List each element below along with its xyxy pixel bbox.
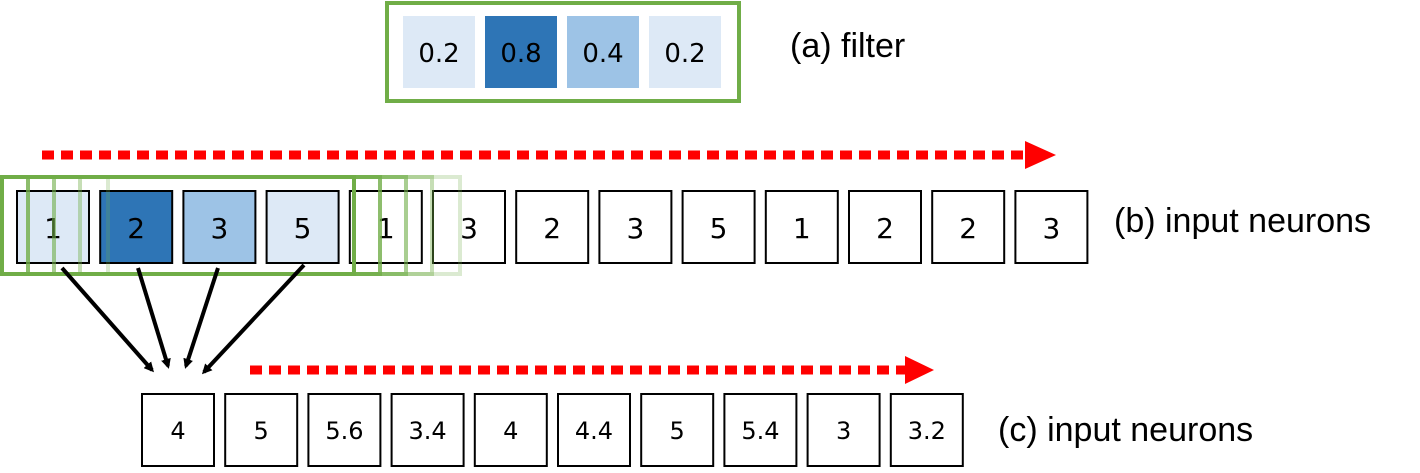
output-caption: (c) input neurons [998, 411, 1253, 449]
output-neuron-label: 5.6 [325, 417, 363, 445]
output-neuron-cell [141, 393, 215, 467]
filter-weight-cell [403, 16, 475, 88]
output-neuron-cell [473, 393, 548, 467]
filter-group: 0.2 0.8 0.4 0.2 (a) filter [385, 1, 905, 103]
output-neuron-label: 4 [170, 417, 185, 445]
output-neuron-label: 3.2 [908, 417, 946, 445]
input-neuron-cell [681, 190, 756, 264]
input-caption: (b) input neurons [1114, 202, 1371, 240]
convolution-arrows [60, 263, 306, 375]
output-neuron-cell [723, 393, 798, 467]
input-neuron-cell [1014, 190, 1089, 264]
filter-frame [385, 1, 741, 103]
output-neuron-label: 5 [670, 417, 685, 445]
output-neuron-cell [806, 393, 881, 467]
filter-weight-cell [567, 16, 639, 88]
output-neuron-label: 4 [503, 417, 518, 445]
input-neuron-label: 2 [959, 212, 977, 245]
filter-weight-label: 0.4 [582, 39, 623, 69]
filter-weight-label: 0.2 [418, 39, 459, 69]
filter-cells: 0.2 0.8 0.4 0.2 [403, 16, 721, 88]
output-neuron-label: 3.4 [409, 417, 447, 445]
input-neuron-label: 5 [710, 212, 728, 245]
output-neuron-label: 5 [254, 417, 269, 445]
output-neuron-cell [557, 393, 631, 467]
output-neuron-label: 4.4 [575, 417, 613, 445]
input-neuron-cell [764, 190, 839, 264]
input-neuron-label: 2 [543, 212, 561, 245]
input-neuron-label: 3 [210, 212, 228, 245]
sliding-window-frame [0, 175, 356, 276]
input-neuron-label: 2 [876, 212, 894, 245]
filter-weight-label: 0.2 [664, 39, 705, 69]
input-neuron-cell [182, 190, 257, 264]
output-cells: 4 5 5.6 3.4 4 4.4 5 5.4 3 3.2 [141, 393, 964, 467]
output-neuron-cell [390, 393, 465, 467]
output-neuron-label: 5.4 [741, 417, 779, 445]
input-neuron-cell [931, 190, 1006, 264]
output-row-group: 4 5 5.6 3.4 4 4.4 5 5.4 3 3.2 (c) input neurons [141, 393, 1253, 467]
slide-arrow-output [250, 356, 934, 384]
convolution-arrow [183, 267, 220, 369]
output-neuron-cell [640, 393, 715, 467]
input-neuron-label: 5 [294, 212, 312, 245]
input-neuron-cell [348, 190, 423, 264]
input-neuron-cell [432, 190, 506, 264]
input-neuron-cell [848, 190, 922, 264]
convolution-arrow [136, 267, 171, 369]
input-neuron-cell [598, 190, 673, 264]
input-neuron-cell [99, 190, 174, 264]
sliding-window-frames [0, 175, 462, 276]
output-neuron-label: 3 [836, 417, 851, 445]
output-neuron-cell [889, 393, 964, 467]
input-neuron-cell [515, 190, 590, 264]
filter-caption: (a) filter [790, 27, 905, 65]
convolution-arrow [201, 263, 306, 375]
filter-weight-label: 0.8 [500, 39, 541, 69]
slide-arrow-input [42, 141, 1056, 169]
output-neuron-cell [224, 393, 299, 467]
convolution-arrow [60, 266, 154, 373]
filter-weight-cell [649, 16, 721, 88]
input-neuron-label: 3 [626, 212, 644, 245]
filter-weight-cell [485, 16, 557, 88]
input-neuron-cell [265, 190, 340, 264]
input-neuron-label: 2 [127, 212, 145, 245]
input-neuron-label: 1 [793, 212, 811, 245]
input-neuron-label: 3 [460, 212, 478, 245]
input-neuron-label: 3 [1042, 212, 1060, 245]
output-neuron-cell [307, 393, 382, 467]
